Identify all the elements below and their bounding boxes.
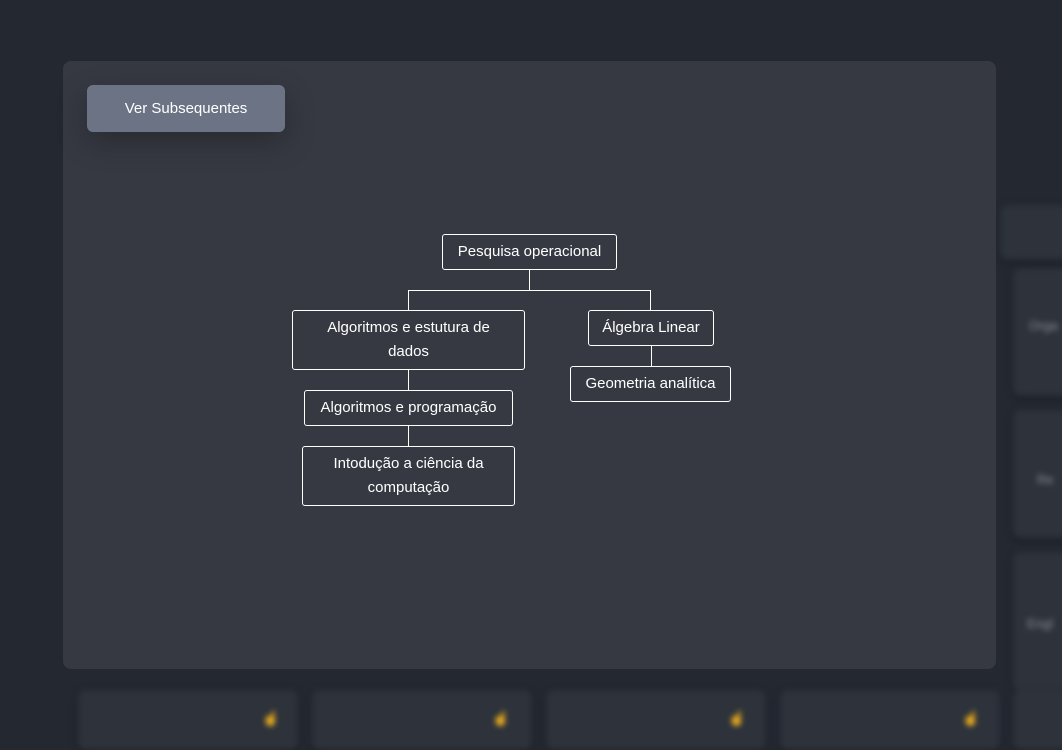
prerequisite-modal: Ver Subsequentes Pesquisa operacional Al… — [63, 61, 996, 669]
tree-node[interactable]: Intodução a ciência da computação — [302, 446, 515, 506]
connector-line — [651, 345, 652, 367]
background-card: ☝ — [780, 690, 1000, 750]
background-card: ☝ — [546, 690, 766, 750]
tree-node[interactable]: Álgebra Linear — [588, 310, 714, 346]
background-card-label: Re — [1037, 472, 1054, 487]
tree-node-root[interactable]: Pesquisa operacional — [442, 234, 617, 270]
background-card — [1000, 205, 1062, 260]
connector-line — [529, 269, 530, 291]
connector-line — [408, 290, 409, 310]
background-card — [1013, 690, 1062, 750]
background-card-label: Engl — [1027, 616, 1054, 631]
connector-line — [650, 290, 651, 310]
cursor-icon: ☝ — [728, 710, 746, 726]
tree-node[interactable]: Algoritmos e estutura de dados — [292, 310, 525, 370]
connector-line — [408, 369, 409, 391]
background-card: ☝ — [312, 690, 532, 750]
tree-node[interactable]: Geometria analítica — [570, 366, 731, 402]
connector-line — [408, 425, 409, 447]
background-card: Re — [1013, 410, 1062, 538]
tree-node[interactable]: Algoritmos e programação — [304, 390, 513, 426]
background-card: Engl — [1013, 552, 1062, 692]
view-subsequents-button[interactable]: Ver Subsequentes — [87, 85, 285, 132]
cursor-icon: ☝ — [962, 710, 980, 726]
background-card: ☝ — [78, 690, 298, 750]
cursor-icon: ☝ — [492, 710, 510, 726]
background-card: Orga — [1013, 268, 1062, 396]
background-card-label: Orga — [1029, 318, 1058, 333]
cursor-icon: ☝ — [262, 710, 280, 726]
